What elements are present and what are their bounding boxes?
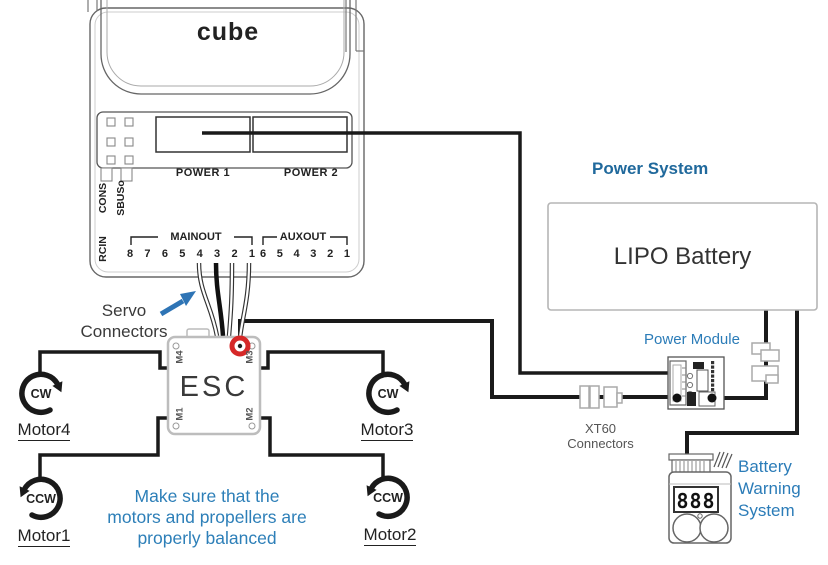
balance-note: Make sure that the motors and propellers… [107, 486, 307, 548]
esc-box [166, 328, 262, 436]
power-module-label: Power Module [644, 331, 740, 348]
motor3-name: Motor3 [360, 420, 414, 441]
power2-label: POWER 2 [283, 167, 339, 179]
motor-wires [38, 350, 385, 480]
pinout-brackets [130, 236, 348, 245]
connection-highlight-icon [229, 335, 251, 357]
battery-to-warning-system-wire [685, 310, 799, 456]
motor2-name: Motor2 [363, 525, 417, 546]
mainout-pins: 8 7 6 5 4 3 2 1 [127, 248, 255, 260]
servo-connectors-label: Servo Connectors [80, 301, 168, 341]
power-module-pcb [667, 356, 725, 410]
battery-to-power-module-wire [712, 310, 768, 400]
power1-label: POWER 1 [175, 167, 231, 179]
motor3-direction: CW [377, 387, 399, 401]
esc-to-power-module-wire [238, 319, 679, 399]
power-system-heading: Power System [592, 159, 709, 178]
motor1-direction: CCW [26, 492, 56, 506]
motor4-direction: CW [30, 387, 52, 401]
cube-logo: cube [196, 18, 260, 46]
servo-arrow-icon [159, 291, 196, 317]
battery-warning-device [668, 451, 733, 544]
cons-label: CONS [97, 182, 109, 214]
auxout-pins: 6 5 4 3 2 1 [260, 248, 350, 260]
esc-label: ESC [179, 371, 249, 403]
lipo-battery-box [547, 202, 818, 311]
motor2-direction: CCW [373, 491, 403, 505]
battery-warning-label: Battery Warning System [738, 457, 801, 520]
auxout-label: AUXOUT [279, 231, 327, 243]
mainout-label: MAINOUT [170, 231, 222, 243]
xt60-connector-icons [579, 385, 623, 409]
power-module-to-power1-wire [202, 131, 670, 375]
rcin-label: RCIN [97, 236, 109, 262]
servo-wires [196, 262, 252, 339]
battery-connector-icons [751, 342, 780, 384]
esc-m1-label: M1 [174, 407, 186, 421]
esc-m4-label: M4 [174, 350, 186, 364]
bws-display-value: 888 [676, 489, 716, 513]
xt60-connectors-label: XT60 Connectors [567, 421, 634, 451]
lipo-battery-label: LIPO Battery [613, 243, 752, 270]
sbuso-label: SBUSo [115, 180, 127, 216]
motor1-name: Motor1 [17, 526, 71, 547]
esc-m2-label: M2 [244, 407, 256, 421]
esc-m3-label: M3 [244, 350, 256, 364]
motor4-name: Motor4 [17, 420, 71, 441]
